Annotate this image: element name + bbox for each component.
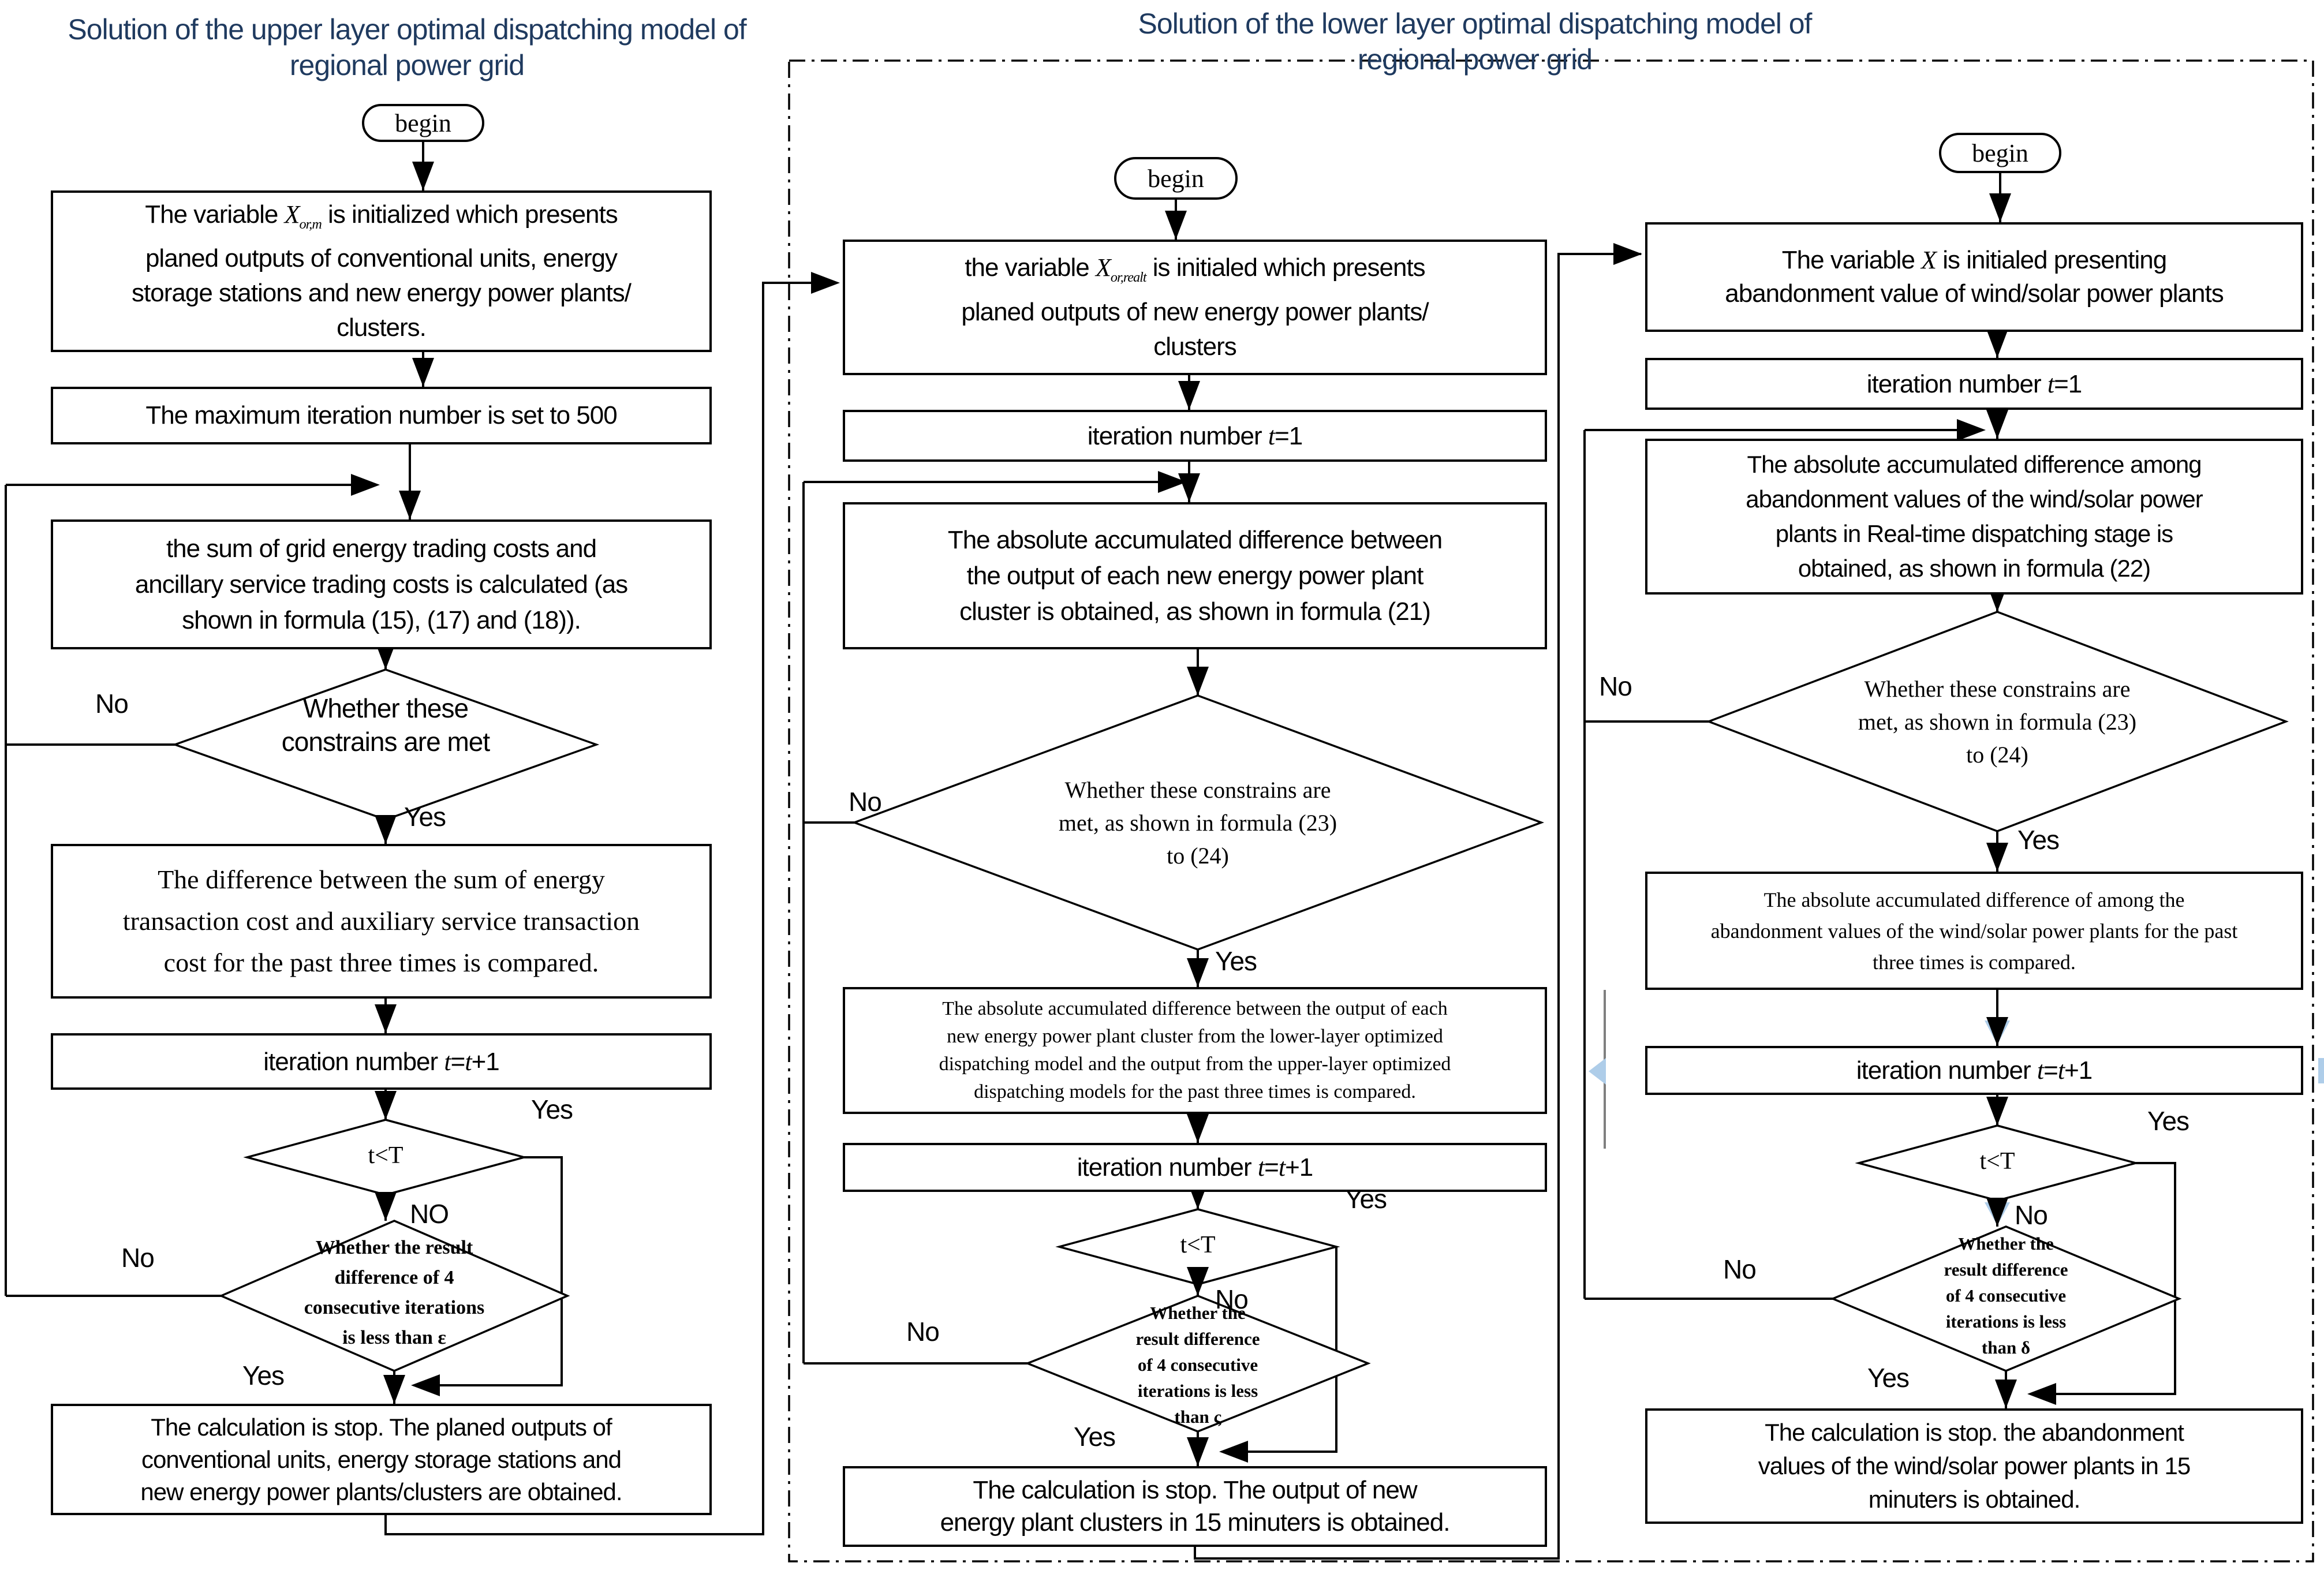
mid-begin-terminator: begin <box>1114 157 1238 200</box>
mid-result-decision-text: Whether the result difference of 4 conse… <box>1135 1303 1260 1427</box>
lower-model-title: Solution of the lower layer optimal disp… <box>1138 8 1813 76</box>
right-constraints-decision-text: Whether these constrains are met, as sho… <box>1858 676 2137 768</box>
upper-model-title: Solution of the upper layer optimal disp… <box>68 13 746 81</box>
right-tlt-no-label: No <box>2015 1200 2048 1230</box>
upper-cost-calculation-box: the sum of grid energy trading costs and… <box>134 534 628 634</box>
upper-constraints-yes-label: Yes <box>404 802 446 832</box>
mid-tlt-no-label: No <box>1215 1284 1249 1314</box>
upper-max-iteration-box: The maximum iteration number is set to 5… <box>145 401 617 429</box>
mid-tlt-decision-text: t<T <box>1180 1232 1216 1258</box>
blue-right-arrow-icon <box>2318 1058 2324 1083</box>
right-result-no-label: No <box>1723 1254 1757 1284</box>
right-constraints-yes-label: Yes <box>2017 825 2060 855</box>
right-begin-terminator: begin <box>1939 133 2061 173</box>
mid-compare-box: The absolute accumulated difference betw… <box>939 998 1451 1102</box>
mid-difference-box: The absolute accumulated difference betw… <box>947 525 1443 626</box>
blue-left-arrow-icon <box>1589 1058 1606 1085</box>
upper-result-no-label: No <box>121 1243 155 1273</box>
upper-compare-box: The difference between the sum of energy… <box>122 865 640 977</box>
upper-result-decision-text: Whether the result difference of 4 conse… <box>304 1237 485 1348</box>
upper-tlt-decision-text: t<T <box>368 1142 403 1169</box>
upper-init-box: The variable Xor,m is initialized which … <box>132 200 632 342</box>
right-result-decision-text: Whether the result difference of 4 conse… <box>1944 1233 2068 1358</box>
upper-stop-box: The calculation is stop. The planed outp… <box>140 1413 622 1505</box>
upper-begin-terminator: begin <box>362 104 484 142</box>
mid-begin-label: begin <box>1148 164 1204 193</box>
mid-iteration-increment-box: iteration number t=t+1 <box>1077 1153 1314 1182</box>
mid-stop-box: The calculation is stop. The output of n… <box>940 1476 1451 1537</box>
upper-constraints-no-label: No <box>95 689 129 719</box>
upper-iteration-increment-box: iteration number t=t+1 <box>263 1047 500 1076</box>
right-tlt-yes-label: Yes <box>2147 1106 2190 1136</box>
upper-begin-label: begin <box>395 109 451 137</box>
right-result-yes-label: Yes <box>1867 1363 1910 1393</box>
right-difference-box: The absolute accumulated difference amon… <box>1746 451 2203 582</box>
upper-constraints-decision-text: Whether these constrains are met <box>281 693 490 757</box>
lower-model-dashed-border <box>788 59 2314 1562</box>
mid-result-yes-label: Yes <box>1074 1422 1116 1452</box>
upper-tlt-yes-label: Yes <box>531 1094 573 1124</box>
mid-tlt-yes-label: Yes <box>1345 1184 1387 1214</box>
right-tlt-decision-text: t<T <box>1979 1148 2015 1175</box>
upper-tlt-no-label: NO <box>410 1199 449 1229</box>
mid-iteration-init-box: iteration number t=1 <box>1087 421 1303 450</box>
right-compare-box: The absolute accumulated difference of a… <box>1710 888 2238 974</box>
right-iteration-increment-box: iteration number t=t+1 <box>1856 1056 2093 1085</box>
right-init-box: The variable X is initialed presenting a… <box>1725 246 2224 308</box>
right-stop-box: The calculation is stop. the abandonment… <box>1758 1419 2191 1513</box>
right-begin-label: begin <box>1972 139 2028 167</box>
upper-result-yes-label: Yes <box>242 1360 285 1390</box>
mid-constraints-no-label: No <box>849 787 882 817</box>
right-iteration-init-box: iteration number t=1 <box>1866 369 2083 398</box>
mid-constraints-decision-text: Whether these constrains are met, as sho… <box>1058 777 1337 869</box>
mid-constraints-yes-label: Yes <box>1215 946 1257 976</box>
mid-init-box: the variable Xor,realt is initialed whic… <box>961 253 1429 361</box>
right-constraints-no-label: No <box>1599 671 1632 701</box>
mid-result-no-label: No <box>906 1317 940 1347</box>
